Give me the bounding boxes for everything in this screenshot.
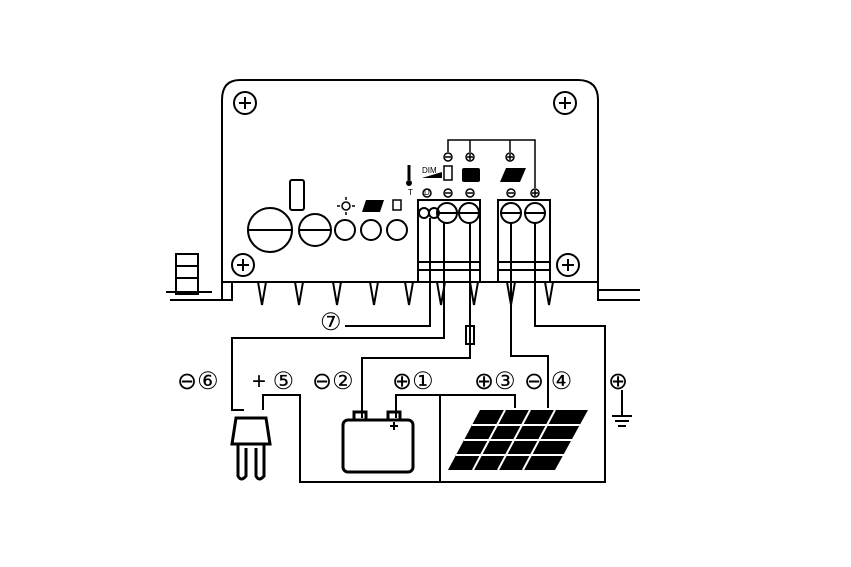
battery-icon xyxy=(343,412,413,472)
cable-gland xyxy=(166,254,212,294)
callout-minus-6: ⊖⑥ xyxy=(177,370,219,394)
small-battery-icon xyxy=(462,168,480,182)
small-solar-panel-icon xyxy=(362,200,384,212)
load-bulb-small-icon xyxy=(444,166,452,180)
terminal-d-label: D xyxy=(424,189,430,197)
small-bulb-icon xyxy=(393,200,401,210)
remote-receiver-icon xyxy=(290,180,304,210)
callout-plus-3: ⊕③ xyxy=(474,370,516,394)
terminal-t-label: T xyxy=(408,189,413,197)
small-panel-icon xyxy=(500,168,526,182)
wires xyxy=(232,218,632,482)
screw-bottom-right-icon xyxy=(557,254,579,276)
callout-plus-1: ⊕① xyxy=(392,370,434,394)
led-day xyxy=(335,220,355,240)
led-load xyxy=(387,220,407,240)
solar-panel-icon xyxy=(448,410,588,470)
callout-plus-5: + ⑤ xyxy=(252,370,294,394)
screw-top-right-icon xyxy=(554,92,576,114)
screw-bottom-left-icon xyxy=(232,254,254,276)
callout-minus-2: ⊖② xyxy=(312,370,354,394)
cfl-lamp-icon xyxy=(232,418,270,479)
dim-label: DIM xyxy=(422,167,437,175)
callout-minus-4: ⊖ ④ xyxy=(524,370,572,394)
sun-icon xyxy=(337,197,355,215)
screw-top-left-icon xyxy=(234,92,256,114)
right-flange xyxy=(598,282,640,300)
led-solar xyxy=(361,220,381,240)
callout-ground-plus: ⊕ xyxy=(608,370,628,394)
heatsink-fins xyxy=(258,282,553,305)
callout-7: ⑦ xyxy=(320,311,342,335)
